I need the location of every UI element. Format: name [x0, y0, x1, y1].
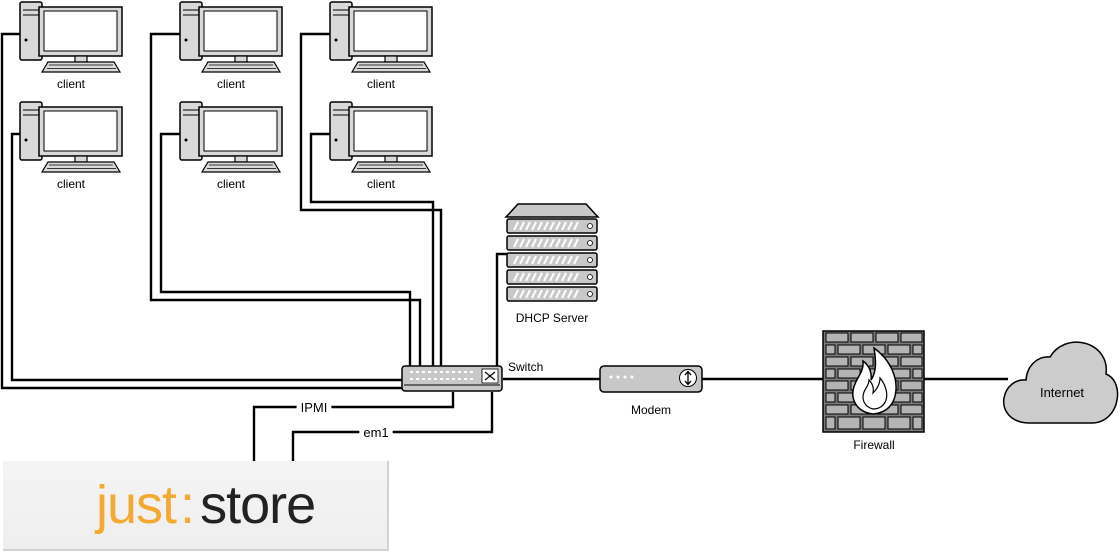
- cable-client-1: [0, 32, 404, 390]
- cable-client-5: [299, 32, 443, 367]
- client-label: client: [57, 177, 86, 191]
- cable-ipmi: [252, 392, 455, 461]
- firewall-label: Firewall: [853, 438, 894, 452]
- cable-client-6: [309, 132, 435, 367]
- em1-label: em1: [363, 425, 388, 440]
- modem-icon: [599, 365, 703, 393]
- ipmi-label-bg: [296, 399, 332, 416]
- cable-dhcp: [495, 252, 508, 367]
- cable-client-4: [159, 132, 412, 367]
- client-label: client: [217, 77, 246, 91]
- client-computer: [19, 101, 123, 173]
- client-label: client: [367, 77, 396, 91]
- dhcp-server-label: DHCP Server: [516, 311, 588, 325]
- client-computer: [179, 101, 283, 173]
- logo-part-store: store: [200, 475, 316, 535]
- switch-label: Switch: [508, 360, 543, 374]
- cable-client-3: [149, 32, 422, 367]
- client-computer: [329, 1, 433, 73]
- client-label: client: [367, 177, 396, 191]
- internet-label: Internet: [1040, 385, 1084, 400]
- dhcp-server-icon: [504, 203, 600, 302]
- logo-wordmark: just:store: [96, 470, 316, 540]
- logo-separator: :: [180, 475, 195, 535]
- client-computer: [179, 1, 283, 73]
- client-computer: [329, 101, 433, 173]
- logo-box: just:store: [3, 461, 389, 551]
- modem-label: Modem: [631, 403, 671, 417]
- cloud-icon: [1002, 341, 1119, 424]
- logo-part-just: just: [96, 475, 177, 535]
- switch-icon: [401, 365, 503, 392]
- cable-client-2: [10, 132, 404, 382]
- client-label: client: [57, 77, 86, 91]
- cables: [0, 32, 1008, 461]
- client-label: client: [217, 177, 246, 191]
- em1-label-bg: [359, 424, 393, 441]
- firewall-icon: [822, 330, 925, 433]
- client-computer: [19, 1, 123, 73]
- ipmi-label: IPMI: [301, 400, 328, 415]
